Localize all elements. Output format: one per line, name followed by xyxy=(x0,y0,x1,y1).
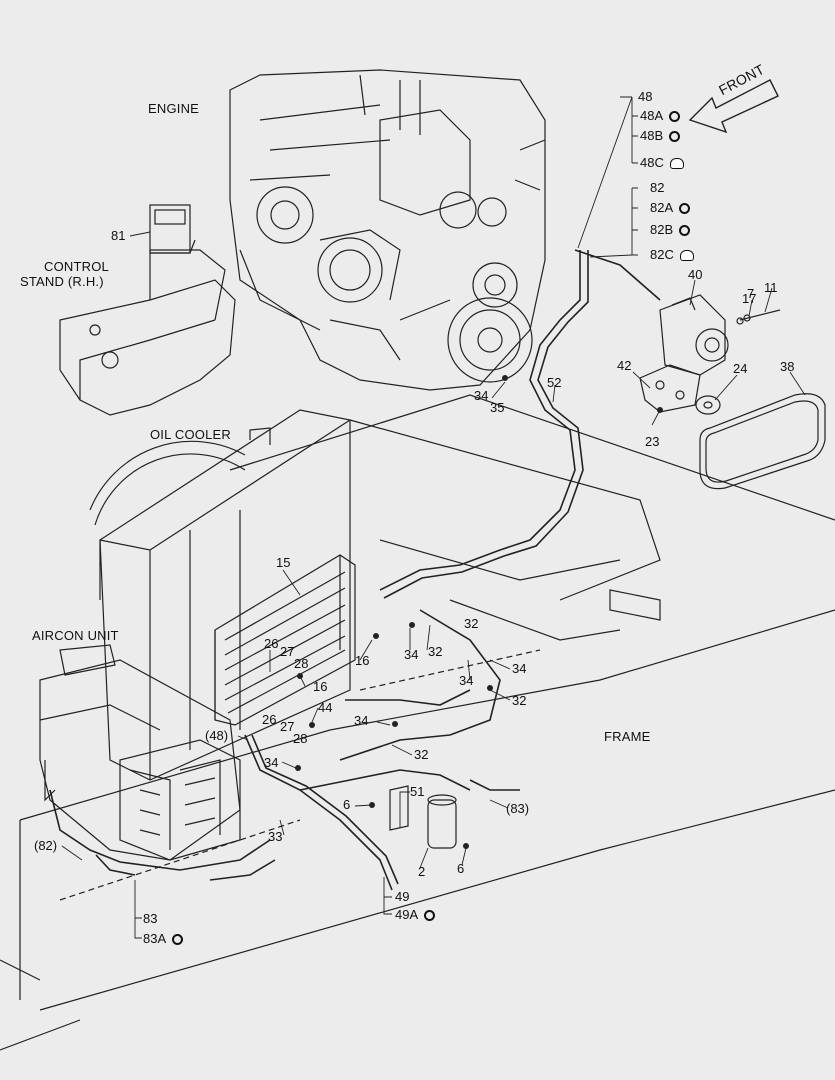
part-48c-number: 48C xyxy=(640,155,664,170)
frame-drawing xyxy=(0,394,835,1051)
part-35: 35 xyxy=(490,400,505,415)
bolts xyxy=(295,375,663,849)
cap-icon xyxy=(679,250,694,262)
part-16-right: 16 xyxy=(355,653,370,668)
part-28-upper: 28 xyxy=(294,656,309,671)
part-32-lower: 32 xyxy=(414,747,429,762)
part-2: 2 xyxy=(418,864,426,879)
part-81: 81 xyxy=(111,228,126,243)
o-ring-icon xyxy=(679,225,691,237)
part-32-right: 32 xyxy=(512,693,527,708)
part-27-lower: 27 xyxy=(280,719,295,734)
part-49: 49 xyxy=(395,889,410,904)
part-49a: 49A xyxy=(395,907,436,922)
part-34-engine: 34 xyxy=(474,388,489,403)
part-48c: 48C xyxy=(640,156,684,170)
part-83a-number: 83A xyxy=(143,931,167,946)
part-38: 38 xyxy=(780,359,795,374)
part-11: 11 xyxy=(764,280,778,295)
part-32-mid: 32 xyxy=(428,644,443,659)
section-oil-cooler: OIL COOLER xyxy=(150,427,231,442)
part-82a-number: 82A xyxy=(650,200,674,215)
part-82-ref: (82) xyxy=(34,838,58,853)
part-48-ref: (48) xyxy=(205,728,229,743)
idler-pulley-drawing xyxy=(695,395,721,415)
receiver-drier-drawing xyxy=(389,785,457,849)
engine-drawing xyxy=(229,69,546,391)
control-stand-drawing xyxy=(59,204,236,416)
o-ring-icon xyxy=(172,934,184,946)
part-83: 83 xyxy=(143,911,158,926)
cap-icon xyxy=(669,158,684,170)
bracket-drawing xyxy=(639,364,701,413)
part-48: 48 xyxy=(638,89,653,104)
o-ring-icon xyxy=(424,910,436,922)
section-control-stand-line2: STAND (R.H.) xyxy=(20,274,104,289)
part-34-right: 34 xyxy=(512,661,527,676)
part-27-upper: 27 xyxy=(280,644,295,659)
condenser-drawing xyxy=(214,554,356,726)
aircon-unit-drawing xyxy=(39,644,241,861)
part-24: 24 xyxy=(733,361,748,376)
part-82a: 82A xyxy=(650,200,691,215)
part-40: 40 xyxy=(688,267,703,282)
section-aircon-unit: AIRCON UNIT xyxy=(32,628,119,643)
part-16-lower: 16 xyxy=(313,679,328,694)
part-33: 33 xyxy=(268,829,283,844)
part-83a: 83A xyxy=(143,931,184,946)
part-48b-number: 48B xyxy=(640,128,664,143)
o-ring-icon xyxy=(669,131,681,143)
section-frame: FRAME xyxy=(604,729,651,744)
leader-lines xyxy=(61,96,806,939)
part-6-left: 6 xyxy=(343,797,351,812)
part-52: 52 xyxy=(547,375,562,390)
part-34-mid: 34 xyxy=(404,647,419,662)
part-26-lower: 26 xyxy=(262,712,277,727)
part-82c-number: 82C xyxy=(650,247,674,262)
refrigerant-hoses xyxy=(49,249,661,891)
part-48a-number: 48A xyxy=(640,108,664,123)
o-ring-icon xyxy=(669,111,681,123)
part-28-lower: 28 xyxy=(293,731,308,746)
part-82b-number: 82B xyxy=(650,222,674,237)
part-83-ref: (83) xyxy=(506,801,530,816)
oil-cooler-drawing xyxy=(89,409,351,781)
part-7: 7 xyxy=(747,286,755,301)
part-34-lower: 34 xyxy=(354,713,369,728)
part-48b: 48B xyxy=(640,128,681,143)
compressor-drawing xyxy=(659,294,781,376)
part-42: 42 xyxy=(617,358,632,373)
section-control-stand-line1: CONTROL xyxy=(44,259,109,274)
part-32-upper: 32 xyxy=(464,616,479,631)
part-82c: 82C xyxy=(650,248,694,262)
part-6-right: 6 xyxy=(457,861,465,876)
part-34-bottom: 34 xyxy=(264,755,279,770)
part-82b: 82B xyxy=(650,222,691,237)
belt-drawing xyxy=(699,393,826,490)
part-34-center: 34 xyxy=(459,673,474,688)
part-51: 51 xyxy=(410,784,425,799)
section-engine: ENGINE xyxy=(148,101,200,116)
part-48a: 48A xyxy=(640,108,681,123)
part-44: 44 xyxy=(318,700,333,715)
front-arrow xyxy=(688,79,779,134)
part-82: 82 xyxy=(650,180,665,195)
part-15: 15 xyxy=(276,555,291,570)
o-ring-icon xyxy=(679,203,691,215)
part-17-number: 17 xyxy=(742,291,757,306)
part-23: 23 xyxy=(645,434,660,449)
part-26-upper: 26 xyxy=(264,636,279,651)
part-49a-number: 49A xyxy=(395,907,419,922)
